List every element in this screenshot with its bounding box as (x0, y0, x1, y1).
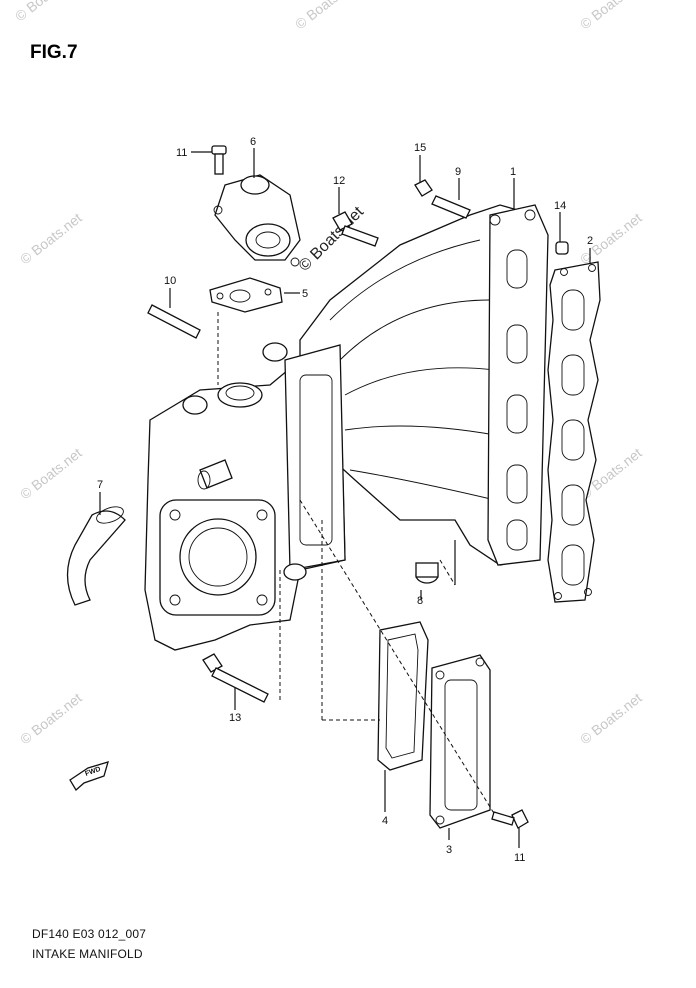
callout-1: 1 (510, 166, 516, 178)
forward-arrow-icon: FWD (69, 761, 109, 792)
callout-5: 5 (302, 288, 308, 300)
diagram-name: INTAKE MANIFOLD (32, 947, 143, 961)
iac-valve (213, 174, 301, 267)
callout-11-bottom: 11 (514, 852, 525, 864)
watermark: © Boats.net (577, 0, 645, 32)
callout-10: 10 (164, 275, 176, 287)
leader-lines (99, 148, 591, 848)
callout-12: 12 (333, 175, 345, 187)
watermark: © Boats.net (17, 445, 85, 503)
callout-6: 6 (250, 136, 256, 148)
throttle-body (144, 342, 346, 651)
callout-3: 3 (446, 844, 452, 856)
callout-9: 9 (455, 166, 461, 178)
watermark: © Boats.net (12, 0, 80, 24)
callouts: 11 6 12 15 9 1 14 2 5 10 7 8 13 4 3 11 (97, 136, 593, 864)
iac-gasket (209, 277, 283, 313)
cover-gasket (377, 621, 429, 771)
callout-15: 15 (414, 142, 426, 154)
callout-11-top: 11 (176, 147, 187, 159)
intake-manifold (299, 204, 549, 566)
watermark: © Boats.net (577, 690, 645, 748)
callout-8: 8 (417, 595, 423, 607)
figure-title: FIG.7 (30, 42, 78, 63)
watermark: © Boats.net (17, 210, 85, 268)
callout-7: 7 (97, 479, 103, 491)
watermark: © Boats.net (292, 0, 360, 32)
callout-14: 14 (554, 200, 566, 212)
manifold-gasket (547, 261, 601, 603)
callout-2: 2 (587, 235, 593, 247)
model-code: DF140 E03 012_007 (32, 927, 147, 941)
hose (66, 506, 126, 606)
fasteners (147, 145, 569, 829)
callout-13: 13 (229, 712, 241, 724)
watermark: © Boats.net (17, 690, 85, 748)
callout-4: 4 (382, 815, 388, 827)
cover-plate (429, 654, 491, 829)
